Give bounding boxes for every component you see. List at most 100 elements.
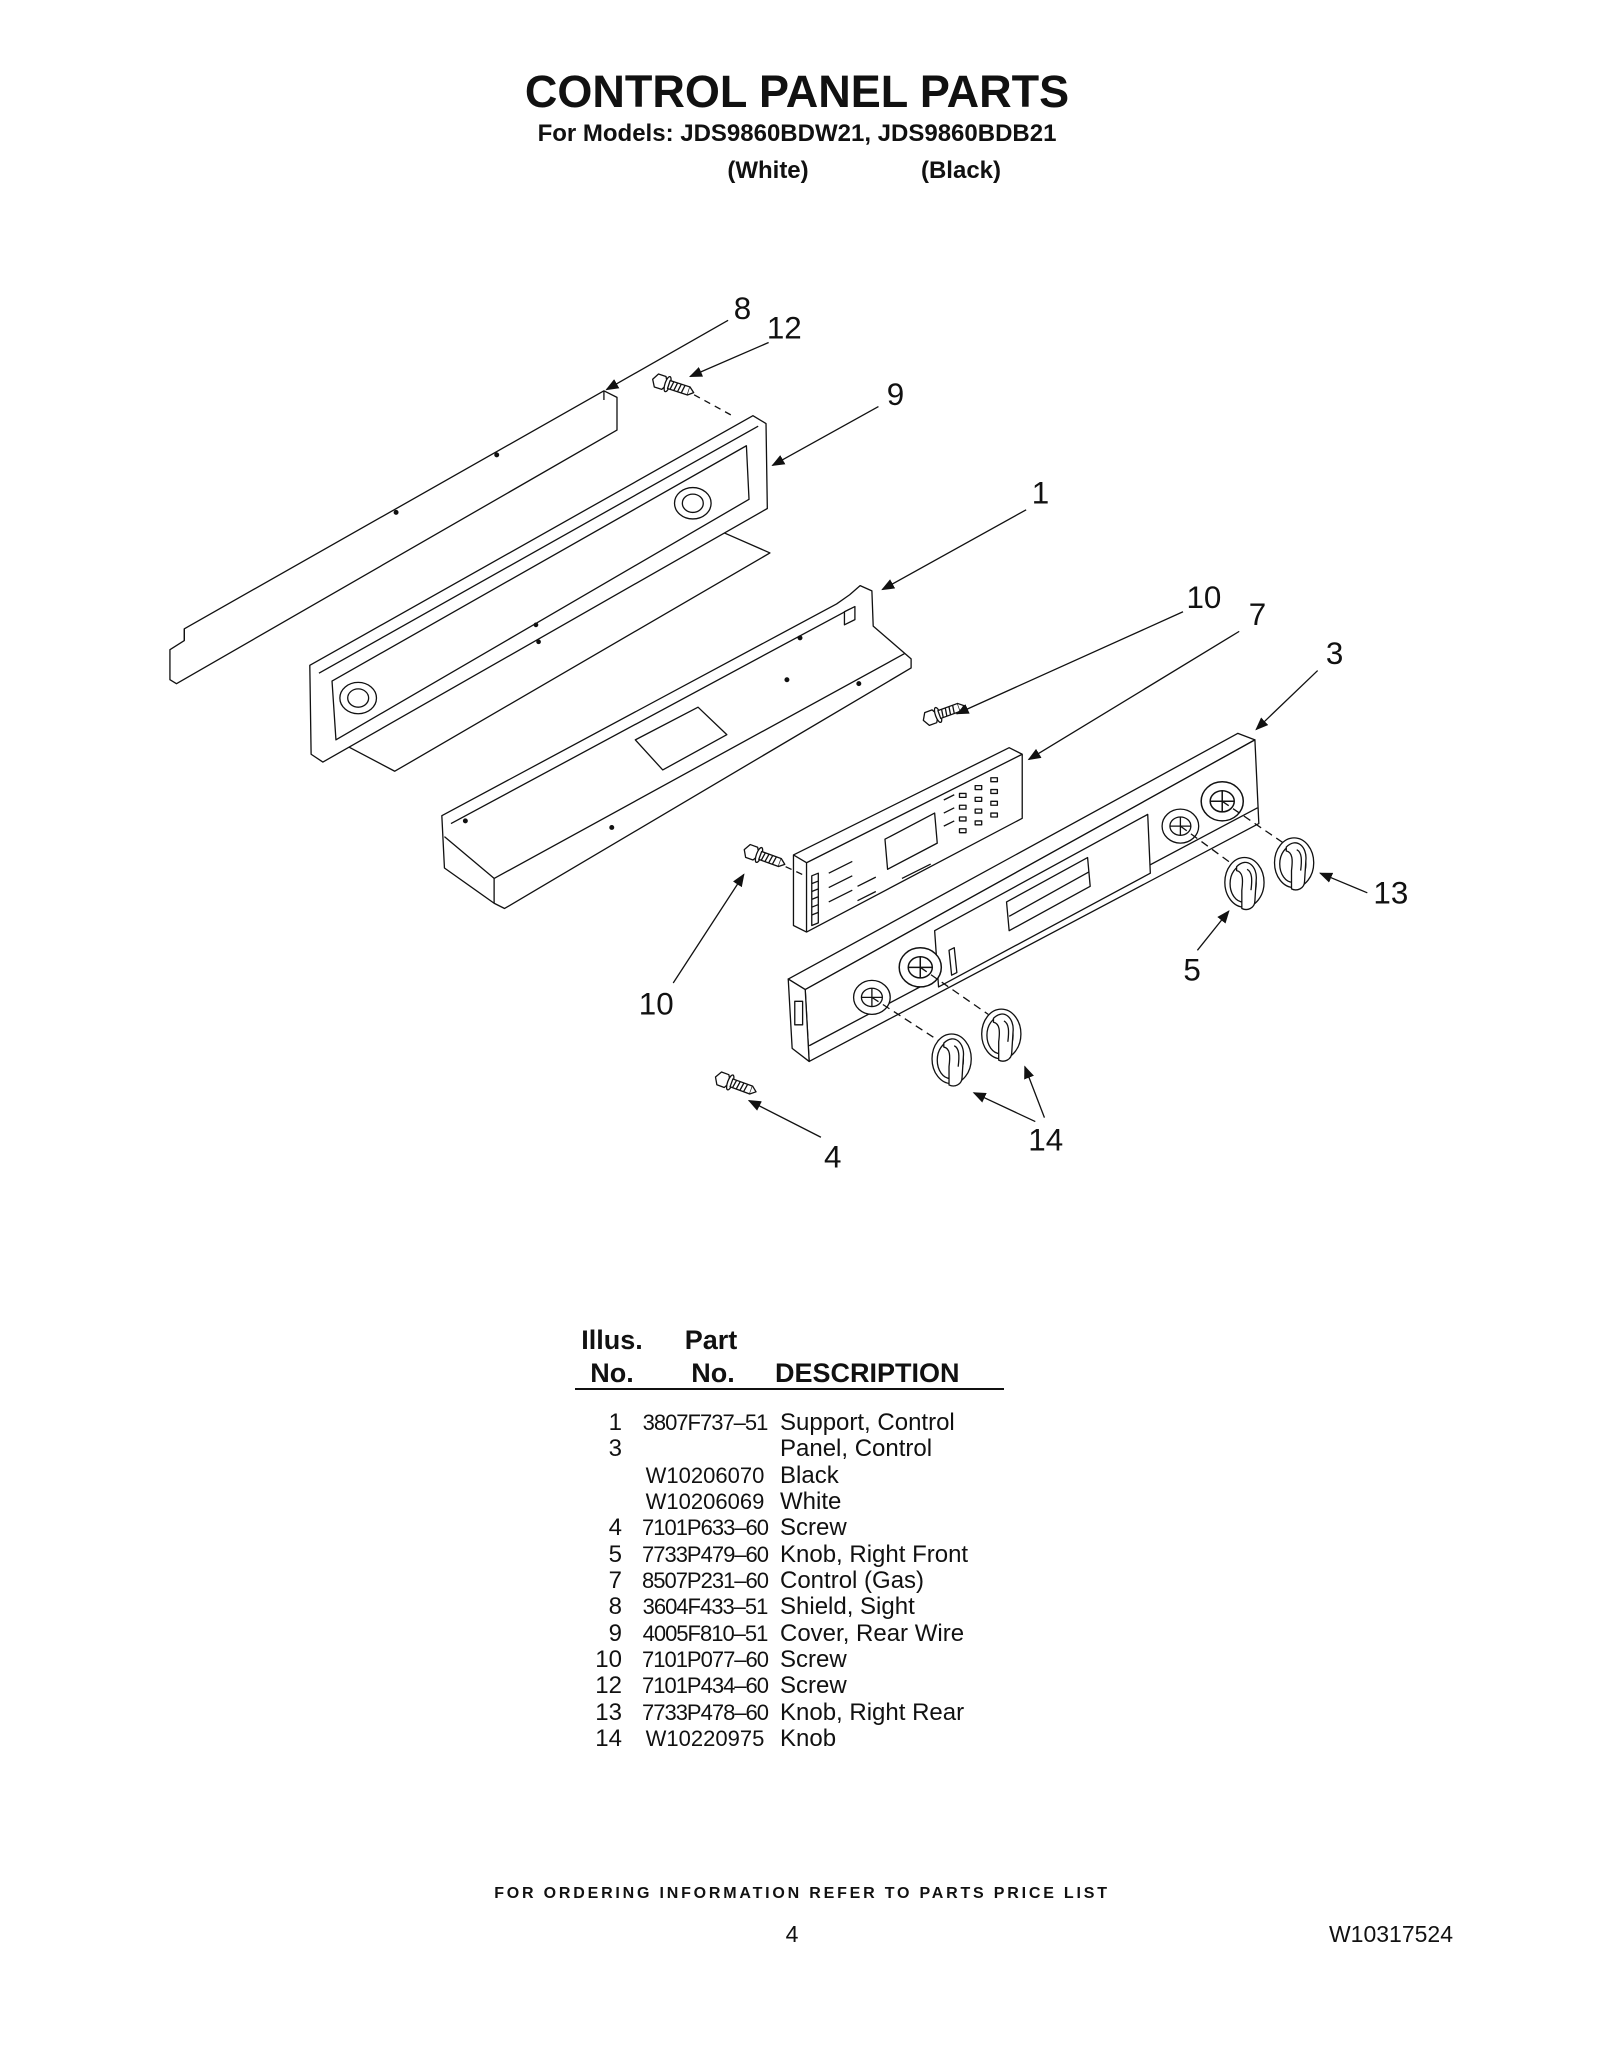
control-keypad [958, 777, 999, 834]
illus-number: 5 [608, 1541, 622, 1568]
callout-1: 1 [1032, 475, 1049, 510]
part-number: 4005F810–51 [642, 1621, 769, 1646]
table-row: 8 3604F433–51 Shield, Sight [0, 1594, 1100, 1620]
callout-5: 5 [1183, 952, 1200, 987]
part-description: Black [780, 1462, 839, 1489]
part-number: 7733P479–60 [641, 1542, 769, 1567]
screw-12-guide-line [693, 394, 735, 418]
leader-9 [771, 405, 879, 466]
part-description: Cover, Rear Wire [780, 1620, 965, 1647]
part-description: Knob, Right Front [780, 1541, 969, 1568]
part-description: Panel, Control [780, 1435, 933, 1462]
illus-number: 8 [608, 1593, 622, 1620]
part-knob-right-front [1224, 856, 1265, 911]
callout-10-lower: 10 [639, 986, 674, 1021]
models-line: For Models: JDS9860BDW21, JDS9860BDB21 [537, 120, 1057, 147]
document-number: W10317524 [1328, 1921, 1453, 1947]
header-part-line2: No. [691, 1358, 735, 1388]
part-number: 7101P434–60 [641, 1673, 769, 1698]
panel-slot [948, 947, 958, 976]
callout-3: 3 [1326, 636, 1343, 671]
cover-inner-rim [331, 445, 750, 741]
part-description: Screw [780, 1646, 847, 1673]
leader-1 [881, 509, 1027, 591]
illus-number: 12 [595, 1672, 622, 1699]
illus-number: 13 [595, 1699, 622, 1726]
leader-14-a [972, 1092, 1036, 1123]
callout-13: 13 [1373, 875, 1408, 910]
part-screw-10-lower [740, 841, 789, 873]
knob-guide-lines [871, 800, 1285, 1042]
header-description: DESCRIPTION [775, 1358, 960, 1388]
support-center-cutout [634, 706, 728, 771]
illus-number: 1 [608, 1409, 622, 1436]
table-row: 7 8507P231–60 Control (Gas) [0, 1568, 1100, 1594]
leader-4 [747, 1100, 822, 1138]
part-number: 7733P478–60 [641, 1700, 769, 1725]
table-row: 12 7101P434–60 Screw [0, 1673, 1100, 1699]
leader-14-b [1024, 1065, 1046, 1118]
leader-13 [1319, 872, 1368, 894]
leader-8 [605, 319, 729, 391]
illus-number: 10 [595, 1646, 622, 1673]
part-knob-left-front [931, 1033, 972, 1087]
part-description: Shield, Sight [780, 1593, 915, 1620]
part-control-panel [787, 732, 1260, 1063]
part-rear-wire-cover [309, 415, 771, 772]
table-row: 3 Panel, Control [0, 1436, 1100, 1462]
table-row: 9 4005F810–51 Cover, Rear Wire [0, 1621, 1100, 1647]
callout-4: 4 [824, 1139, 841, 1174]
callout-8: 8 [734, 291, 751, 326]
control-display [884, 812, 938, 870]
part-description: Screw [780, 1514, 847, 1541]
part-number: 7101P077–60 [641, 1647, 769, 1672]
callout-14: 14 [1028, 1122, 1063, 1157]
part-description: Knob, Right Rear [780, 1699, 965, 1726]
table-row: 10 7101P077–60 Screw [0, 1647, 1100, 1673]
ordering-note: FOR ORDERING INFORMATION REFER TO PARTS … [494, 1885, 1110, 1902]
illus-number: 9 [608, 1620, 622, 1647]
callout-12: 12 [767, 311, 802, 346]
leader-10-upper [955, 611, 1184, 715]
leader-arrows [605, 319, 1368, 1138]
callout-9: 9 [887, 377, 904, 412]
part-description: Screw [780, 1672, 847, 1699]
leader-7 [1027, 630, 1240, 761]
part-screw-12 [649, 371, 697, 401]
callout-7: 7 [1249, 597, 1266, 632]
part-description: Support, Control [780, 1409, 955, 1436]
leader-10-lower [672, 873, 745, 984]
page-title: CONTROL PANEL PARTS [524, 66, 1070, 117]
part-shield-sight [169, 390, 618, 685]
illus-number: 3 [608, 1435, 622, 1462]
page-number: 4 [785, 1921, 799, 1947]
table-row: 5 7733P479–60 Knob, Right Front [0, 1542, 1100, 1568]
part-control-support [441, 584, 912, 910]
illus-number: 14 [595, 1725, 622, 1752]
header-rule [575, 1388, 1004, 1390]
header-illus-line1: Illus. [581, 1325, 643, 1355]
header-illus-line2: No. [590, 1358, 634, 1388]
table-row: W10206070 Black [0, 1463, 1100, 1489]
part-number: W10206070 [645, 1463, 765, 1488]
part-number: W10220975 [645, 1726, 765, 1751]
table-row: W10206069 White [0, 1489, 1100, 1515]
part-screw-4 [712, 1069, 760, 1100]
part-knob-left-rear [981, 1008, 1022, 1062]
table-row: 1 3807F737–51 Support, Control [0, 1410, 1100, 1436]
part-number: 3807F737–51 [642, 1410, 769, 1435]
part-number: 3604F433–51 [642, 1594, 769, 1619]
part-description: White [780, 1488, 842, 1515]
part-knob-right-rear [1273, 837, 1315, 891]
callout-10-upper: 10 [1186, 580, 1221, 615]
part-number: 8507P231–60 [641, 1568, 769, 1593]
variant-white-label: (White) [727, 157, 809, 184]
table-row: 13 7733P478–60 Knob, Right Rear [0, 1700, 1100, 1726]
control-legend-marks [828, 794, 955, 903]
leader-12 [688, 341, 769, 378]
leader-5 [1196, 910, 1230, 951]
part-description: Knob [780, 1725, 837, 1752]
table-row: 4 7101P633–60 Screw [0, 1515, 1100, 1541]
part-description: Control (Gas) [780, 1567, 925, 1594]
control-connector [811, 872, 819, 927]
